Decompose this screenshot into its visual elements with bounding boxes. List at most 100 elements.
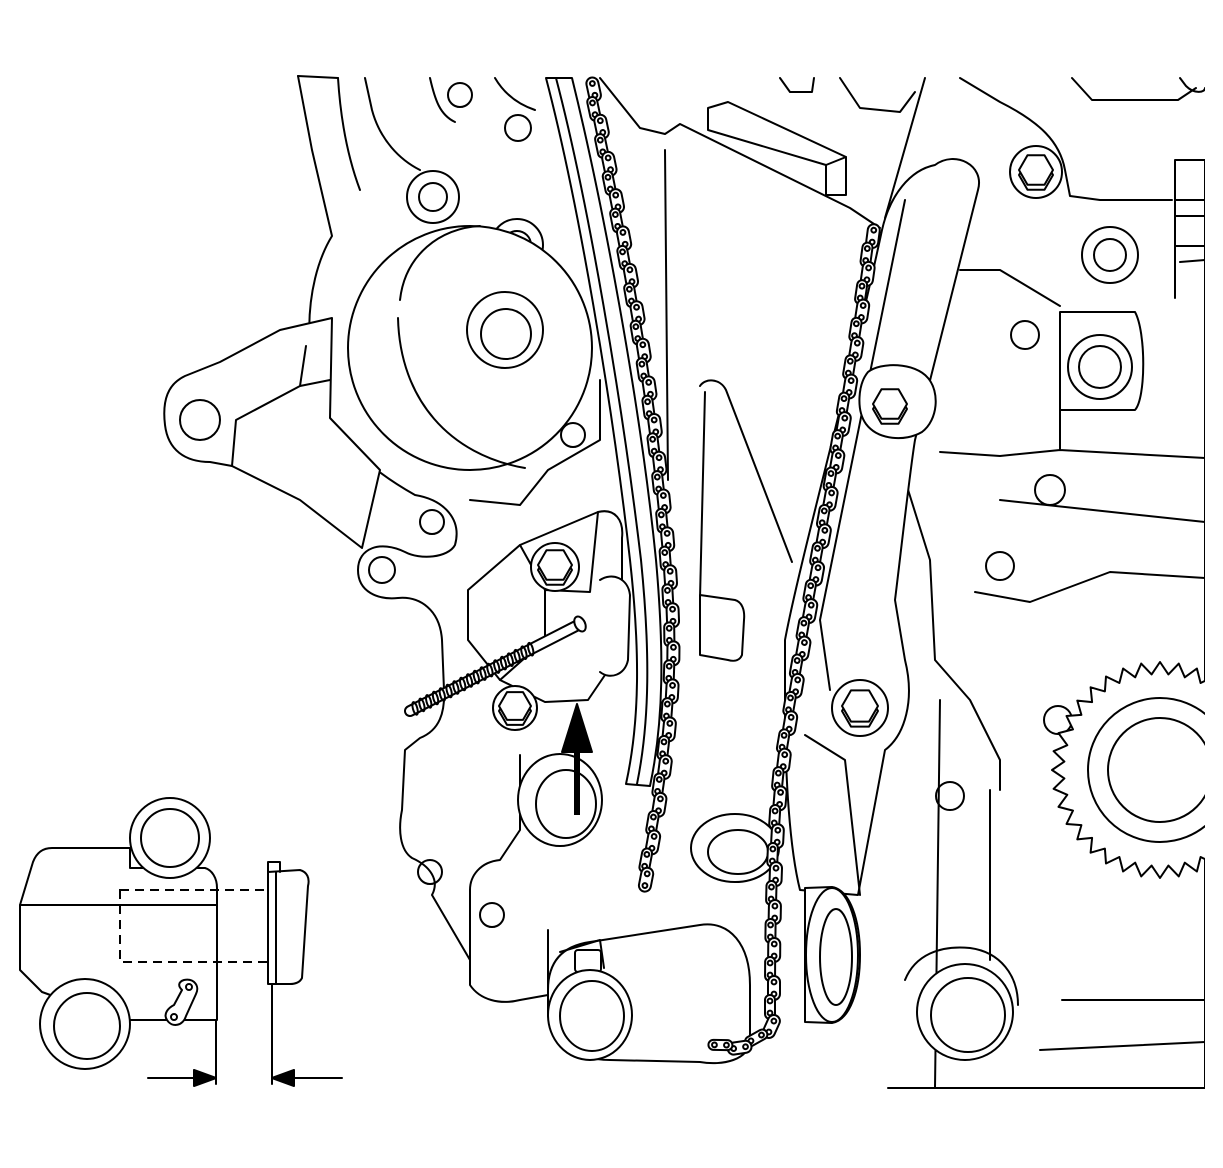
chain-link-pin: [820, 507, 828, 515]
bolt-boss: [406, 170, 460, 224]
bolt-hole: [1093, 238, 1127, 272]
chain-link-pin: [611, 211, 619, 218]
inset-lower-mount: [39, 978, 131, 1070]
chain-link-pin: [669, 605, 676, 613]
chain-link: [766, 842, 779, 869]
chain-link-pin: [770, 940, 778, 948]
key-block: [707, 101, 847, 196]
chain-link-pin: [801, 639, 808, 646]
chain-link-pin: [644, 398, 651, 406]
chain-link-pin: [807, 582, 815, 590]
pin-thread: [418, 697, 426, 713]
frame-top: [599, 77, 881, 229]
chain-link-pin: [649, 435, 657, 443]
chain-link: [665, 602, 681, 629]
chain-link: [809, 541, 824, 568]
chain-link-pin: [643, 870, 651, 878]
dowel-boss: [1067, 334, 1133, 400]
sprocket-ring: [690, 813, 780, 883]
chain-link-pin: [774, 769, 782, 777]
block-center-frame: [599, 77, 916, 662]
chain-link-pin: [807, 601, 815, 609]
chain-link-pin: [604, 154, 612, 162]
bolt-hex-top: [537, 549, 573, 581]
chain-link-pin: [841, 414, 849, 422]
chain-link-pin: [589, 99, 596, 107]
block-top-edge: [297, 75, 339, 79]
bolt-hex-top: [872, 388, 908, 420]
inset-upper-mount-bore: [140, 808, 200, 868]
chain-link-pin: [639, 341, 647, 349]
frame-left: [664, 149, 669, 481]
bolt-hex-top: [498, 691, 532, 721]
pump-opening-inner: [397, 225, 526, 469]
pump-hub-bore: [480, 308, 532, 360]
chain-link-pin: [865, 264, 873, 272]
oil-pump-gear: [1051, 661, 1205, 879]
guide-shoe-edge: [555, 77, 649, 785]
chain-link-pin: [669, 682, 676, 689]
bolt-boss: [1081, 226, 1139, 284]
chain-link-pin: [852, 320, 860, 328]
arrow-head: [561, 703, 593, 753]
tool-face-inner: [559, 980, 625, 1052]
cylinder-face: [805, 887, 859, 1023]
block-left-web: [469, 379, 601, 506]
chain-link-pin: [661, 549, 669, 556]
gear-bore: [1107, 717, 1205, 823]
pin-thread: [486, 662, 494, 678]
bore-outer: [517, 753, 603, 847]
guide-shoe: [545, 77, 663, 787]
bolt-hex-top: [1018, 154, 1054, 186]
lock-link-hole: [170, 1013, 178, 1021]
chain-link-pin: [604, 173, 612, 181]
bolt-hole: [417, 859, 443, 885]
lower-bore: [904, 946, 1019, 1061]
chain-link-pin: [650, 833, 658, 840]
chain-link-pin: [711, 1041, 718, 1049]
tensioner-arm-rib: [804, 199, 906, 896]
chain-link-pin: [670, 643, 677, 651]
bolt-hex-top: [841, 689, 879, 723]
chain-link-pin: [771, 902, 779, 910]
pin-thread: [411, 701, 419, 716]
chain-link-pin: [625, 285, 633, 293]
chain-link-pin: [663, 700, 671, 708]
tool-flange: [559, 939, 605, 969]
chain-link-pin: [664, 587, 671, 594]
chain-link-pin: [643, 851, 651, 858]
pin-thread: [458, 676, 467, 692]
chain-link-pin: [650, 813, 657, 821]
chain-link-pin: [794, 676, 802, 684]
chain-link: [707, 1038, 734, 1052]
chain-link-pin: [666, 567, 674, 575]
chain-link-pin: [657, 795, 664, 803]
dimension-arrow-right-head: [271, 1069, 295, 1087]
bolt-hole: [1034, 474, 1066, 506]
pin-end: [573, 615, 587, 633]
block-right-mid: [974, 499, 1205, 603]
block-right-pocket: [1059, 311, 1145, 411]
direction-arrow: [561, 703, 593, 815]
engine-block-right: [884, 77, 1205, 1089]
chain-link-pin: [723, 1041, 730, 1049]
tensioner-arm: [784, 158, 981, 896]
chain-link-pin: [665, 662, 673, 670]
bolt-hole: [447, 82, 473, 108]
chain-link-pin: [666, 720, 674, 727]
right-sprocket-cylinder: [804, 886, 861, 1024]
chain-link-pin: [619, 248, 626, 256]
chain-link-pin: [846, 357, 854, 365]
chain-tensioner: [467, 510, 631, 703]
block-right-ribs: [1174, 159, 1205, 299]
bolt-hole: [418, 182, 448, 212]
pin-threads: [411, 641, 535, 716]
chain-link-pin: [612, 191, 620, 199]
key-block-edge: [825, 156, 847, 166]
lock-link-hole: [185, 983, 193, 991]
chain-link: [601, 150, 618, 177]
tensioner-upper-bolt: [530, 542, 580, 592]
chain-link-pin: [828, 489, 836, 497]
chain-link: [663, 621, 676, 648]
bore-inner: [535, 769, 597, 839]
